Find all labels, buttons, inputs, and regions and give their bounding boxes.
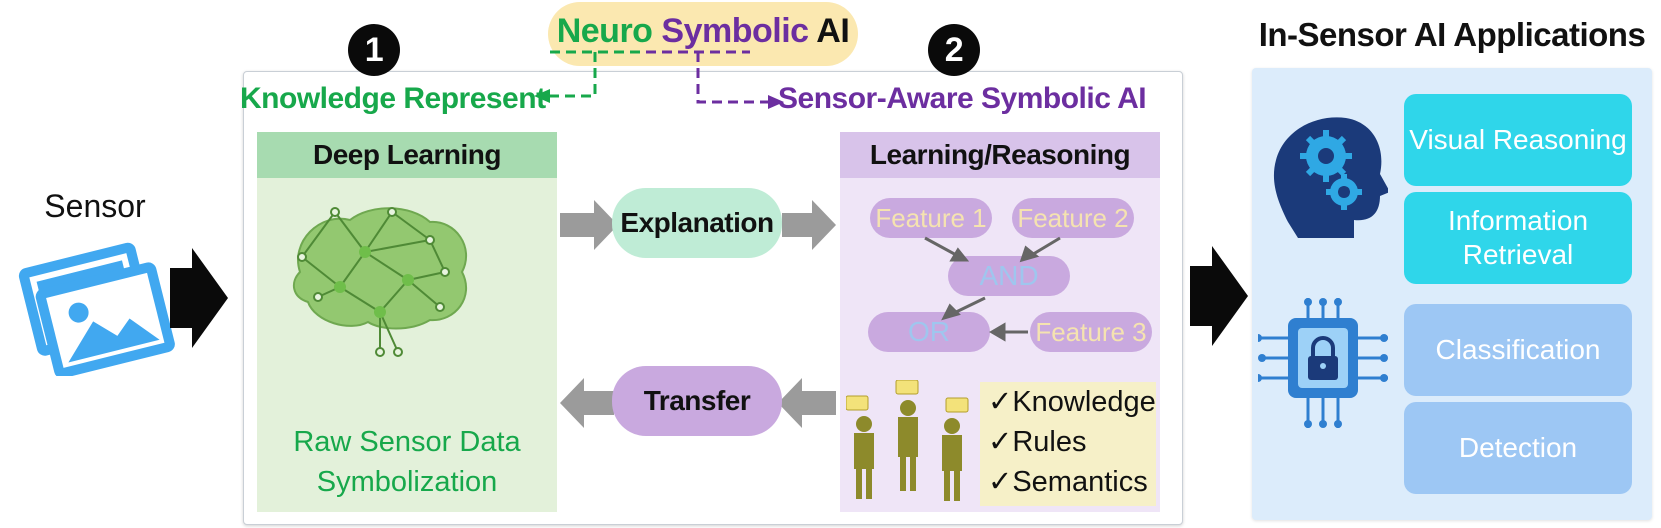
step-badge-2: 2 xyxy=(928,24,980,76)
caption-line-2: Symbolization xyxy=(316,466,498,498)
checklist-item: ✓Knowledge xyxy=(988,386,1156,418)
and-pill: AND xyxy=(948,256,1070,296)
checklist-item: ✓Rules xyxy=(988,426,1087,458)
logic-arrows xyxy=(924,236,1061,342)
step-badge-1: 1 xyxy=(348,24,400,76)
learning-reasoning-header: Learning/Reasoning xyxy=(840,132,1160,178)
image-icon xyxy=(8,236,178,381)
app-detection: Detection xyxy=(1404,402,1632,494)
applications-title: In-Sensor AI Applications xyxy=(1258,16,1646,53)
arrow-sensor-to-system xyxy=(170,248,228,348)
transfer-arrows xyxy=(560,378,836,428)
knowledge-checklist: ✓Knowledge ✓Rules ✓Semantics xyxy=(980,382,1156,506)
feature-2-pill: Feature 2 xyxy=(1012,198,1134,238)
app-classification: Classification xyxy=(1404,304,1632,396)
chip-lock-icon xyxy=(1254,298,1388,443)
explanation-pill: Explanation xyxy=(612,188,782,258)
checklist-item: ✓Semantics xyxy=(988,466,1148,498)
app-visual-reasoning: Visual Reasoning xyxy=(1404,94,1632,186)
people-discussion-icon xyxy=(845,379,976,515)
title-symbolic: Symbolic xyxy=(661,12,809,50)
check-icon: ✓ xyxy=(988,386,1013,418)
arrow-system-to-applications xyxy=(1190,246,1248,346)
raw-sensor-caption: Raw Sensor Data Symbolization xyxy=(257,422,557,502)
transfer-pill: Transfer xyxy=(612,366,782,436)
feature-1-pill: Feature 1 xyxy=(870,198,992,238)
neuro-symbolic-title: Neuro Symbolic AI xyxy=(548,2,858,66)
knowledge-represent-title: Knowledge Represent xyxy=(240,82,546,115)
dashed-connectors xyxy=(534,50,784,109)
app-information-retrieval: Information Retrieval xyxy=(1404,192,1632,284)
explanation-arrows xyxy=(560,200,836,250)
title-ai: AI xyxy=(816,12,850,50)
check-icon: ✓ xyxy=(988,466,1013,498)
feature-3-pill: Feature 3 xyxy=(1030,312,1152,352)
or-pill: OR xyxy=(868,312,990,352)
sensor-label: Sensor xyxy=(44,188,146,224)
deep-learning-header: Deep Learning xyxy=(257,132,557,178)
sensor-aware-title: Sensor-Aware Symbolic AI xyxy=(778,82,1147,115)
caption-line-1: Raw Sensor Data xyxy=(293,426,521,458)
neural-brain-icon xyxy=(280,202,480,377)
title-neuro: Neuro xyxy=(556,12,653,50)
head-gears-icon xyxy=(1268,112,1390,247)
check-icon: ✓ xyxy=(988,426,1013,458)
